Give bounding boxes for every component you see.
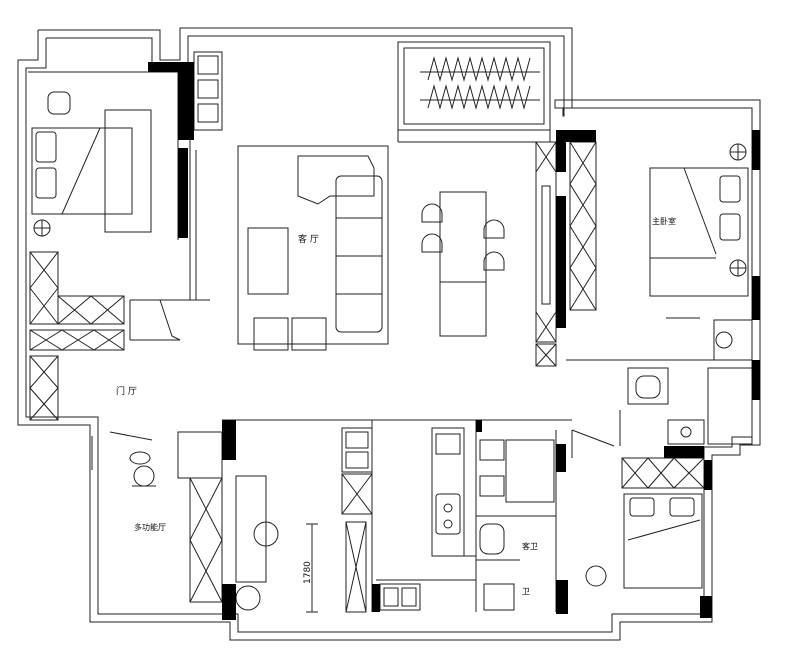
foyer-label: 门 厅 [116, 387, 137, 397]
small-bath-label: 卫 [522, 587, 530, 596]
multi-room-figure [129, 451, 156, 487]
living-room-label: 客 厅 [298, 235, 319, 245]
living-room-furniture [237, 145, 389, 351]
entry-cabinets [178, 51, 223, 301]
balcony [397, 41, 551, 143]
master-bedroom [566, 143, 753, 361]
left-bedroom [28, 71, 181, 421]
dining-table [421, 191, 505, 337]
lower-middle [91, 419, 572, 613]
lower-right-bedroom [571, 429, 705, 589]
dimension-label: 1780 [303, 561, 313, 584]
master-cabinets [535, 141, 597, 367]
solid-walls [148, 62, 760, 620]
multi-room-label: 多功能厅 [134, 523, 166, 532]
master-bath [619, 367, 753, 446]
guest-bath-label: 客卫 [522, 542, 538, 551]
outer-walls [17, 27, 761, 641]
master-bedroom-label: 主卧室 [652, 217, 676, 226]
